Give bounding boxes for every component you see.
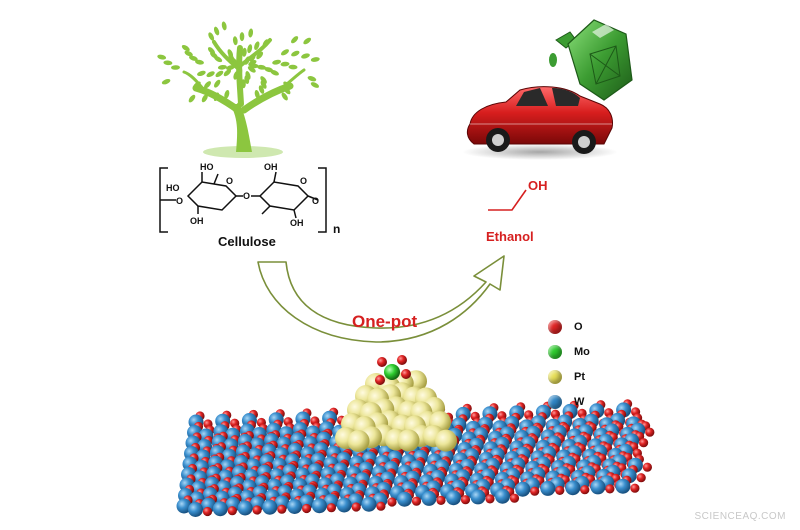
- one-pot-label: One-pot: [352, 312, 418, 331]
- tungsten-atom: [495, 488, 510, 504]
- oxygen-atom: [642, 462, 653, 472]
- oxygen-atom: [639, 438, 649, 448]
- tungsten-atom: [540, 480, 556, 496]
- ethanol-structure: [488, 189, 527, 211]
- legend-label-pt: Pt: [574, 371, 585, 383]
- oxygen-atom: [509, 493, 520, 503]
- fuel-canister-icon: [549, 19, 633, 101]
- tungsten-atom: [212, 501, 228, 517]
- glucose-ring-2: [258, 181, 310, 211]
- oxygen-atom: [227, 506, 237, 516]
- oxygen-atom: [376, 501, 386, 511]
- legend-dot-pt: [548, 370, 562, 384]
- tungsten-atom: [237, 500, 253, 516]
- group-o-2: O: [226, 176, 233, 186]
- tungsten-atom: [311, 498, 327, 514]
- group-o-4: O: [300, 176, 307, 186]
- conversion-arrow: [257, 255, 505, 343]
- ethanol-label: Ethanol: [486, 229, 534, 244]
- legend-dot-o: [548, 320, 562, 334]
- oxygen-atom: [326, 503, 336, 513]
- legend-dot-w: [548, 395, 562, 409]
- repeat-bracket-right: [318, 167, 327, 233]
- oxygen-atom: [485, 494, 495, 504]
- tungsten-atom: [361, 496, 377, 512]
- oxygen-atom: [630, 483, 640, 493]
- group-ho-2: HO: [200, 162, 214, 172]
- oxygen-atom: [277, 504, 287, 514]
- group-ho-1: HO: [166, 183, 180, 193]
- oxygen-atom: [530, 486, 540, 496]
- watermark: SCIENCEAQ.COM: [694, 511, 786, 522]
- cellulose-structure: [159, 167, 327, 233]
- tungsten-atom: [287, 499, 303, 514]
- legend-item-pt: Pt: [548, 368, 585, 386]
- legend-label-o: O: [574, 321, 583, 333]
- group-o-3: O: [243, 191, 250, 201]
- oxygen-atom: [351, 502, 361, 512]
- legend-item-mo: Mo: [548, 343, 590, 361]
- repeat-unit-n: n: [333, 222, 341, 236]
- tungsten-atom: [176, 498, 192, 514]
- oxygen-atom: [436, 495, 446, 505]
- oxygen-atom: [636, 473, 646, 483]
- legend-dot-mo: [548, 345, 562, 359]
- tungsten-atom: [565, 480, 581, 496]
- oxygen-atom: [252, 505, 262, 515]
- oxygen-atom: [411, 496, 422, 506]
- group-o-1: O: [176, 196, 183, 206]
- oxygen-atom: [580, 485, 590, 495]
- tree-icon: [157, 21, 320, 158]
- car-icon: [462, 86, 618, 160]
- ethanol-oh-group: OH: [528, 178, 548, 193]
- legend-label-w: W: [574, 396, 585, 408]
- tungsten-atom: [397, 491, 412, 507]
- legend-label-mo: Mo: [574, 346, 590, 358]
- tungsten-atom: [615, 478, 631, 494]
- oxygen-atom: [605, 484, 615, 494]
- platinum-atom: [397, 429, 420, 452]
- oxygen-atom: [645, 427, 655, 437]
- oxygen-atom: [387, 497, 397, 507]
- tungsten-atom: [590, 479, 606, 495]
- cellulose-label: Cellulose: [218, 234, 276, 249]
- tungsten-atom: [446, 490, 461, 506]
- platinum-nanoparticle: [335, 370, 457, 452]
- tungsten-atom: [336, 497, 352, 513]
- oxygen-atom: [460, 495, 471, 505]
- platinum-atom: [347, 430, 370, 452]
- oxygen-atom: [302, 503, 312, 514]
- legend-item-w: W: [548, 393, 584, 411]
- group-oh-3: OH: [290, 218, 304, 228]
- legend-item-o: O: [548, 318, 583, 336]
- cellulose-atom-labels: HO O HO O O OH OH O OH O: [166, 162, 319, 228]
- tungsten-atom: [262, 499, 278, 515]
- group-oh-2: OH: [264, 162, 278, 172]
- tungsten-atom: [515, 481, 531, 497]
- platinum-atom: [435, 429, 457, 452]
- oxygen-atom: [555, 485, 565, 495]
- molybdenum-oxide-site: [375, 355, 411, 385]
- group-oh-1: OH: [190, 216, 204, 226]
- glucose-ring-1: [186, 181, 238, 211]
- tungsten-atom: [421, 490, 437, 506]
- tungsten-atom: [188, 502, 203, 517]
- group-o-5: O: [312, 196, 319, 206]
- tungsten-atom: [470, 489, 486, 505]
- oxygen-atom: [202, 506, 213, 517]
